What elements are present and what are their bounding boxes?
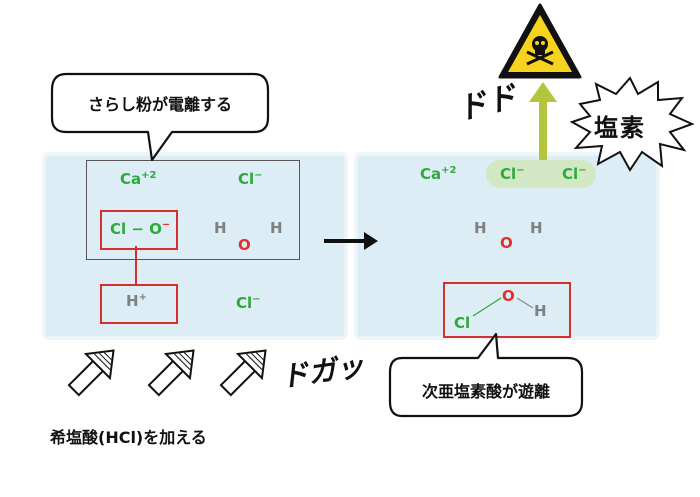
- water-h-left: H: [214, 219, 227, 237]
- sfx-dodo: ドド: [453, 79, 521, 128]
- warning-skull-icon: [498, 3, 582, 79]
- chloride-ion-2: Cl−: [236, 294, 261, 312]
- calcium-ion: Ca+2: [120, 170, 157, 188]
- water-h-right: H: [270, 219, 283, 237]
- burst-bubble: [570, 76, 695, 172]
- hydrogen-ion: H+: [126, 292, 147, 310]
- water-o-right: O: [500, 234, 513, 252]
- hypochlorite-ion: Cl − O−: [110, 219, 171, 238]
- hocl-bonds: [472, 297, 534, 317]
- speech-top-text: さらし粉が電離する: [87, 95, 232, 114]
- sfx-dogatsu: ドガッ: [278, 349, 367, 394]
- chloride-ion: Cl−: [238, 170, 263, 188]
- hocl-hydrogen: H: [534, 302, 547, 320]
- water-o: O: [238, 236, 251, 254]
- hatched-arrow-icon: [147, 349, 195, 397]
- hypochlorite-box: [100, 210, 178, 250]
- bleaching-powder-box: [86, 160, 300, 260]
- up-arrow-icon: [529, 82, 557, 160]
- caption-add-hcl: 希塩酸(HCl)を加える: [50, 428, 207, 447]
- connector-line: [135, 246, 137, 284]
- left-solution-panel: [45, 155, 345, 337]
- chlorine-burst-label: 塩素: [594, 114, 646, 142]
- proton-box: [100, 284, 178, 324]
- speech-bubble-bottom: [388, 332, 584, 418]
- calcium-ion-right: Ca+2: [420, 165, 457, 183]
- hocl-oxygen: O: [502, 287, 515, 305]
- speech-bottom-text: 次亜塩素酸が遊離: [421, 382, 550, 401]
- hocl-chlorine: Cl: [454, 314, 471, 332]
- hatched-arrow-icon: [67, 349, 115, 397]
- speech-bubble-top: [50, 72, 270, 162]
- water-h-left-right: H: [474, 219, 487, 237]
- chlorine-highlight: [486, 160, 596, 188]
- chloride-ion-right-2: Cl−: [562, 165, 587, 183]
- hatched-arrow-icon: [219, 349, 267, 397]
- hocl-box: [443, 282, 571, 338]
- chloride-ion-right-1: Cl−: [500, 165, 525, 183]
- right-arrow-icon: [324, 232, 378, 250]
- water-h-right-right: H: [530, 219, 543, 237]
